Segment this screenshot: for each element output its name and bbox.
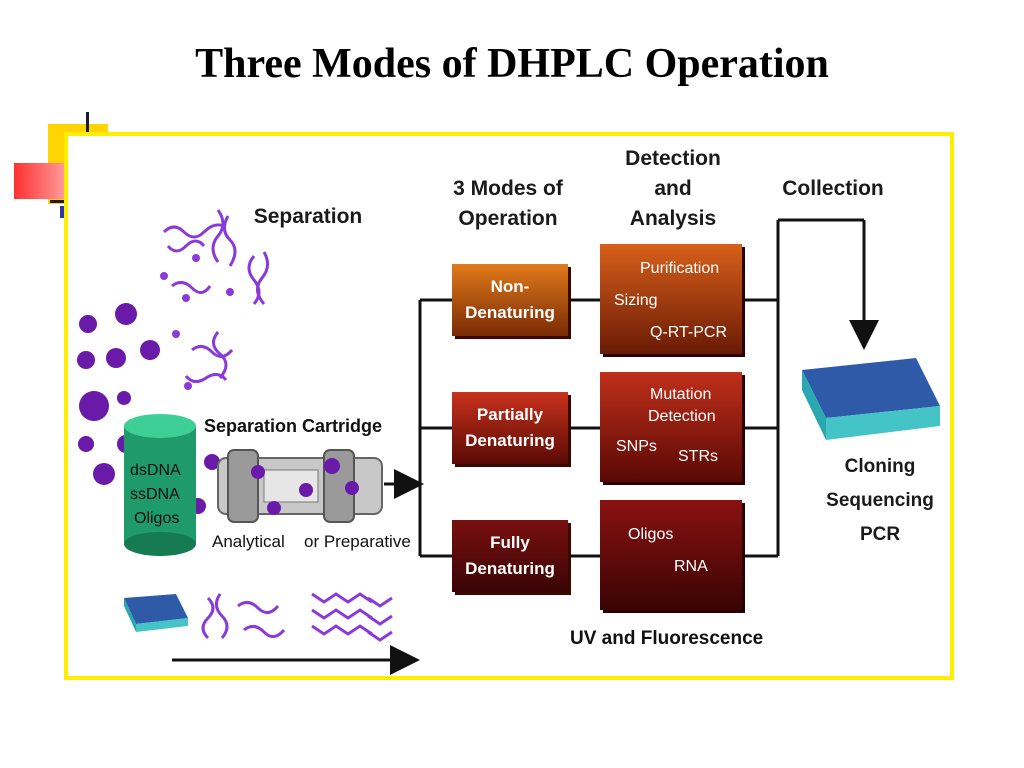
detection-oligos: Oligos: [628, 526, 674, 543]
mode-fully-denaturing-label: Fully Denaturing: [465, 533, 555, 578]
bottom-sample-plate: [124, 594, 188, 632]
decorative-vertical-line: [86, 112, 89, 138]
detection-purification: Purification: [640, 260, 720, 277]
detection-box-1: Purification Sizing Q-RT-PCR: [600, 244, 742, 354]
detection-rna: RNA: [674, 558, 708, 575]
detection-strs: STRs: [678, 448, 718, 465]
cylinder-label-dsdna: dsDNA: [130, 462, 181, 479]
dna-dots: [160, 254, 234, 390]
page-title: Three Modes of DHPLC Operation: [195, 41, 829, 87]
preparative-label: or Preparative: [304, 532, 411, 551]
modes-header: 3 Modes of Operation: [453, 177, 563, 230]
detection-detection: Detection: [648, 408, 716, 425]
detection-header: Detection and Analysis: [625, 147, 721, 230]
dna-strands: [162, 209, 269, 383]
output-pcr: PCR: [859, 524, 901, 545]
mode-partially-denaturing: Partially Denaturing: [452, 392, 568, 464]
detection-qrtpcr: Q-RT-PCR: [650, 324, 728, 341]
output-cloning: Cloning: [844, 456, 916, 477]
collection-plate: [802, 358, 940, 440]
cylinder-label-ssdna: ssDNA: [130, 486, 180, 503]
mode-non-denaturing: Non- Denaturing: [452, 264, 568, 336]
decorative-horizontal-line: [50, 200, 72, 203]
decorative-blue-mark: [60, 206, 66, 218]
mode-partially-denaturing-label: Partially Denaturing: [465, 405, 555, 450]
separation-cartridge: [217, 449, 383, 523]
collection-header: Collection: [782, 177, 884, 200]
detection-box-2: Mutation Detection SNPs STRs: [600, 372, 742, 482]
uv-fluorescence-label: UV and Fluorescence: [570, 628, 764, 649]
cylinder-label-oligos: Oligos: [134, 510, 180, 527]
detection-mutation: Mutation: [650, 386, 712, 403]
mode-non-denaturing-label: Non- Denaturing: [465, 277, 555, 322]
bottom-dna-strands: [201, 592, 393, 642]
separation-header: Separation: [253, 205, 363, 228]
mode-fully-denaturing: Fully Denaturing: [452, 520, 568, 592]
detection-box-3: Oligos RNA: [600, 500, 742, 610]
analytical-label: Analytical: [212, 532, 285, 551]
diagram-frame: Separation 3 Modes of Operation Detectio…: [64, 132, 954, 680]
connector-lines: [77, 209, 940, 675]
detection-sizing: Sizing: [614, 292, 658, 309]
output-sequencing: Sequencing: [826, 490, 934, 511]
cartridge-label: Separation Cartridge: [204, 416, 383, 436]
sample-cylinder: [124, 414, 196, 556]
detection-snps: SNPs: [616, 438, 657, 455]
